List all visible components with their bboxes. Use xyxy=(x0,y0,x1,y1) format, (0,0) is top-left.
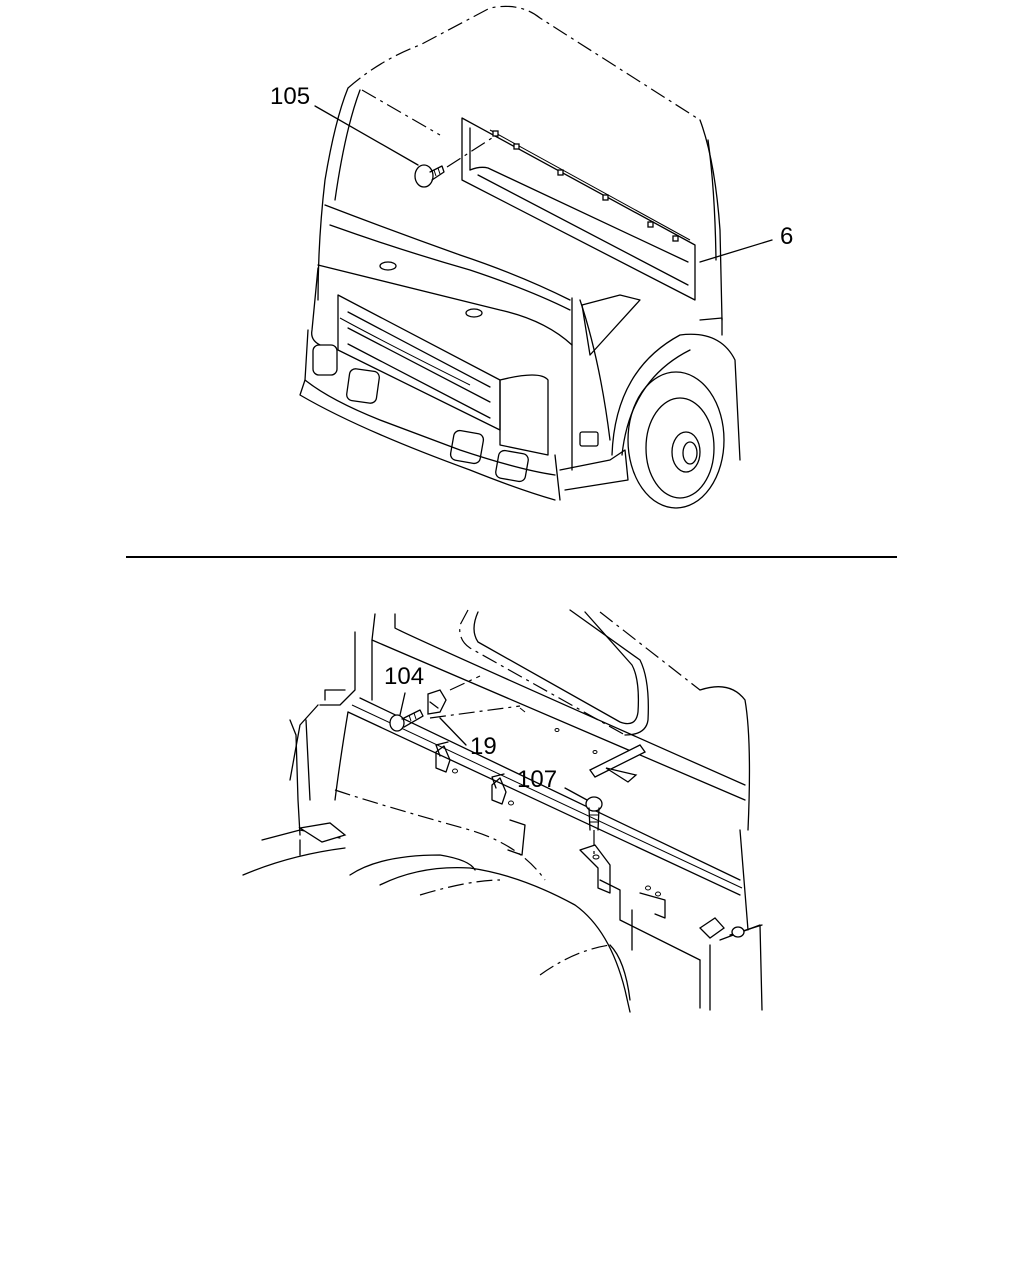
callout-107: 107 xyxy=(517,766,557,793)
callout-19: 19 xyxy=(470,733,497,760)
callout-104: 104 xyxy=(384,663,424,690)
callout-6: 6 xyxy=(780,223,793,250)
cab-exterior-view xyxy=(299,5,773,509)
cab-interior-view xyxy=(242,609,763,1013)
callout-105: 105 xyxy=(270,83,310,110)
